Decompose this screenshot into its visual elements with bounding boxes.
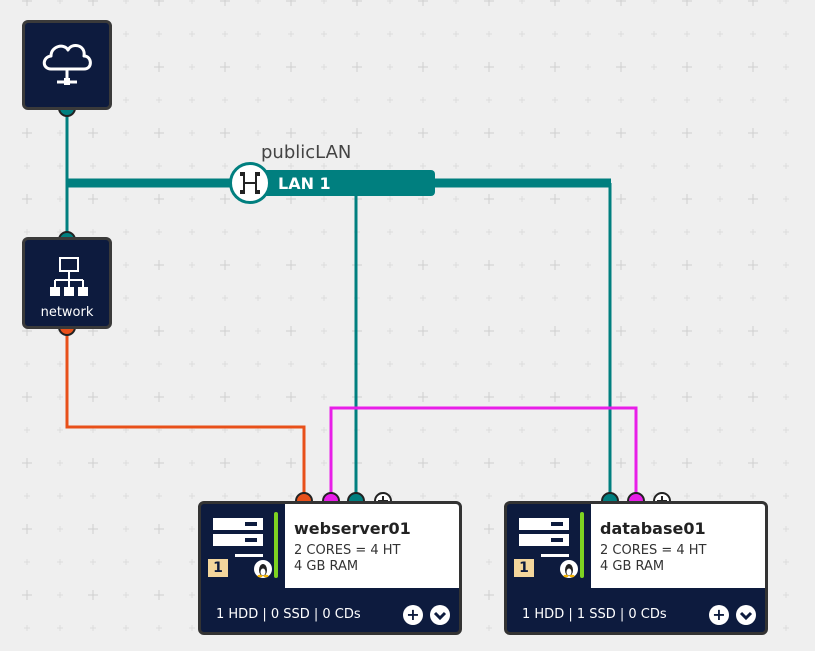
expand-button[interactable] <box>736 605 756 625</box>
status-bar <box>580 512 584 578</box>
wire-network-webserver[interactable] <box>65 328 306 500</box>
server-storage: 1 HDD | 0 SSD | 0 CDs <box>216 607 361 622</box>
lan-title: publicLAN <box>261 142 352 163</box>
server-count-badge: 1 <box>514 559 534 577</box>
server-count-badge: 1 <box>208 559 228 577</box>
lan-bar[interactable] <box>246 170 435 196</box>
server-rack-icon <box>213 518 263 557</box>
internet-node[interactable] <box>22 20 112 110</box>
network-node[interactable]: network <box>22 237 112 329</box>
wire-private-link[interactable] <box>329 406 638 500</box>
server-cores: 2 CORES = 4 HT <box>600 543 707 558</box>
server-ram: 4 GB RAM <box>294 559 359 574</box>
network-label: network <box>40 305 94 320</box>
network-topology-icon <box>50 257 88 296</box>
server-info-panel <box>285 504 459 588</box>
linux-icon <box>560 560 578 578</box>
hub-icon <box>240 172 260 194</box>
server-cores: 2 CORES = 4 HT <box>294 543 401 558</box>
server-storage: 1 HDD | 1 SSD | 0 CDs <box>522 607 667 622</box>
lan-hub[interactable] <box>229 162 271 204</box>
chevron-down-icon <box>739 611 753 621</box>
add-storage-button[interactable]: + <box>403 605 423 625</box>
server-card-webserver01[interactable]: 1 webserver01 2 CORES = 4 HT 4 GB RAM 1 … <box>198 501 462 635</box>
status-bar <box>274 512 278 578</box>
cloud-network-icon <box>42 43 92 85</box>
server-ram: 4 GB RAM <box>600 559 665 574</box>
expand-button[interactable] <box>430 605 450 625</box>
server-info-panel <box>591 504 765 588</box>
chevron-down-icon <box>433 611 447 621</box>
server-rack-icon <box>519 518 569 557</box>
server-name: webserver01 <box>294 519 411 538</box>
server-name: database01 <box>600 519 706 538</box>
server-card-database01[interactable]: 1 database01 2 CORES = 4 HT 4 GB RAM 1 H… <box>504 501 768 635</box>
linux-icon <box>254 560 272 578</box>
add-storage-button[interactable]: + <box>709 605 729 625</box>
lan-name: LAN 1 <box>278 174 331 193</box>
